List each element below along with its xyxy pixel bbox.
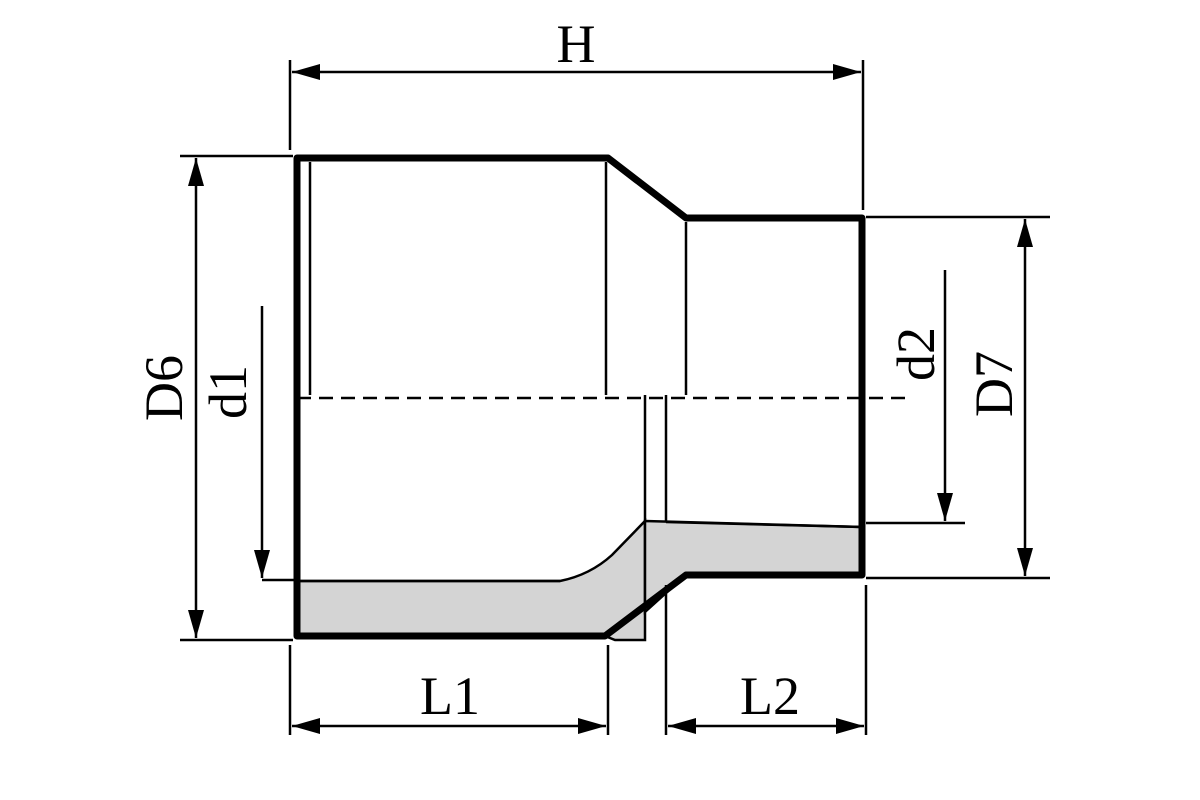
label-d6: D6: [134, 355, 194, 421]
dimension-d7: D7: [964, 219, 1033, 576]
dimension-d6: D6: [134, 158, 204, 638]
label-d7: D7: [964, 351, 1024, 417]
wall-section-small: [643, 519, 864, 615]
label-d1: d1: [198, 365, 258, 419]
extension-lines: [180, 60, 1050, 735]
dimension-d2: d2: [886, 270, 953, 521]
wall-section-large: [295, 517, 647, 642]
dimension-h: H: [292, 14, 861, 80]
label-l2: L2: [740, 666, 800, 726]
dimension-l1: L1: [292, 666, 606, 734]
label-d2: d2: [886, 327, 946, 381]
label-h: H: [557, 14, 596, 74]
dimension-d1: d1: [198, 306, 270, 578]
fitting-outline: [293, 154, 866, 640]
label-l1: L1: [420, 666, 480, 726]
dimension-l2: L2: [668, 666, 864, 734]
